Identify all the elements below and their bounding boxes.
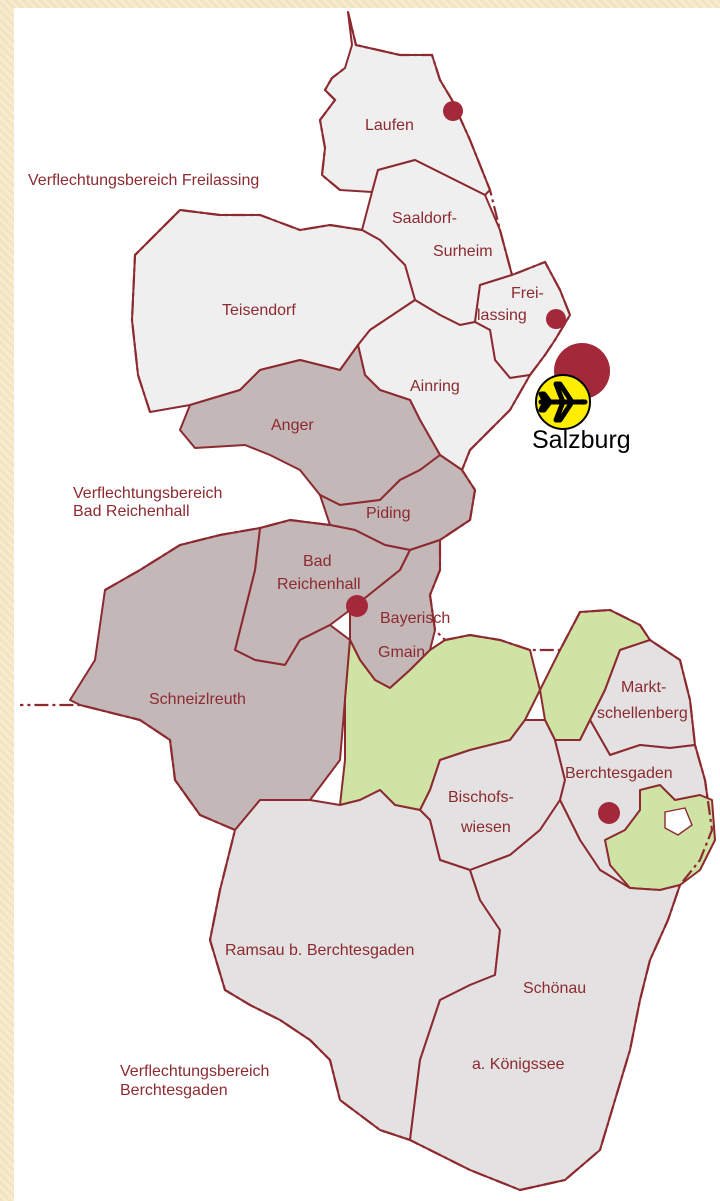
district-border-north bbox=[130, 67, 363, 413]
label-bad-reichenhall-2: Reichenhall bbox=[277, 576, 361, 593]
airport-icon[interactable] bbox=[535, 374, 591, 430]
region-label-berchtesgaden-1: Verflechtungsbereich bbox=[120, 1063, 269, 1080]
town-dot-berchtesgaden[interactable] bbox=[598, 802, 620, 824]
label-marktschellenberg-1: Markt- bbox=[621, 679, 666, 696]
forest-clearing bbox=[664, 807, 693, 836]
label-schneizlreuth: Schneizlreuth bbox=[149, 691, 246, 708]
label-bayerisch-gmain-1: Bayerisch bbox=[380, 610, 450, 627]
label-anger: Anger bbox=[271, 417, 314, 434]
label-berchtesgaden: Berchtesgaden bbox=[565, 765, 673, 782]
region-label-reichenhall-2: Bad Reichenhall bbox=[73, 503, 190, 520]
town-dot-freilassing[interactable] bbox=[546, 309, 566, 329]
label-freilassing-2: lassing bbox=[477, 307, 527, 324]
label-schoenau-2: a. Königssee bbox=[472, 1056, 565, 1073]
label-saaldorf-2: Surheim bbox=[433, 243, 493, 260]
label-bischofswiesen-2: wiesen bbox=[460, 819, 511, 836]
district-border-west bbox=[104, 518, 331, 591]
label-marktschellenberg-2: schellenberg bbox=[597, 705, 688, 722]
label-saaldorf-1: Saaldorf- bbox=[392, 210, 457, 227]
town-dot-laufen[interactable] bbox=[443, 101, 463, 121]
label-bayerisch-gmain-2: Gmain bbox=[378, 644, 425, 661]
label-freilassing-1: Frei- bbox=[511, 285, 544, 302]
label-bad-reichenhall-1: Bad bbox=[303, 553, 331, 570]
region-label-freilassing: Verflechtungsbereich Freilassing bbox=[28, 172, 259, 189]
label-schoenau-1: Schönau bbox=[523, 980, 586, 997]
label-teisendorf: Teisendorf bbox=[222, 302, 296, 319]
city-label-salzburg: Salzburg bbox=[532, 426, 631, 454]
region-label-berchtesgaden-2: Berchtesgaden bbox=[120, 1082, 228, 1099]
label-ramsau: Ramsau b. Berchtesgaden bbox=[225, 942, 414, 959]
town-dot-bad-reichenhall[interactable] bbox=[346, 595, 368, 617]
region-label-reichenhall-1: Verflechtungsbereich bbox=[73, 485, 222, 502]
district-border bbox=[20, 11, 714, 1192]
label-piding: Piding bbox=[366, 505, 410, 522]
label-laufen: Laufen bbox=[365, 117, 414, 134]
label-bischofswiesen-1: Bischofs- bbox=[448, 789, 514, 806]
label-ainring: Ainring bbox=[410, 378, 460, 395]
